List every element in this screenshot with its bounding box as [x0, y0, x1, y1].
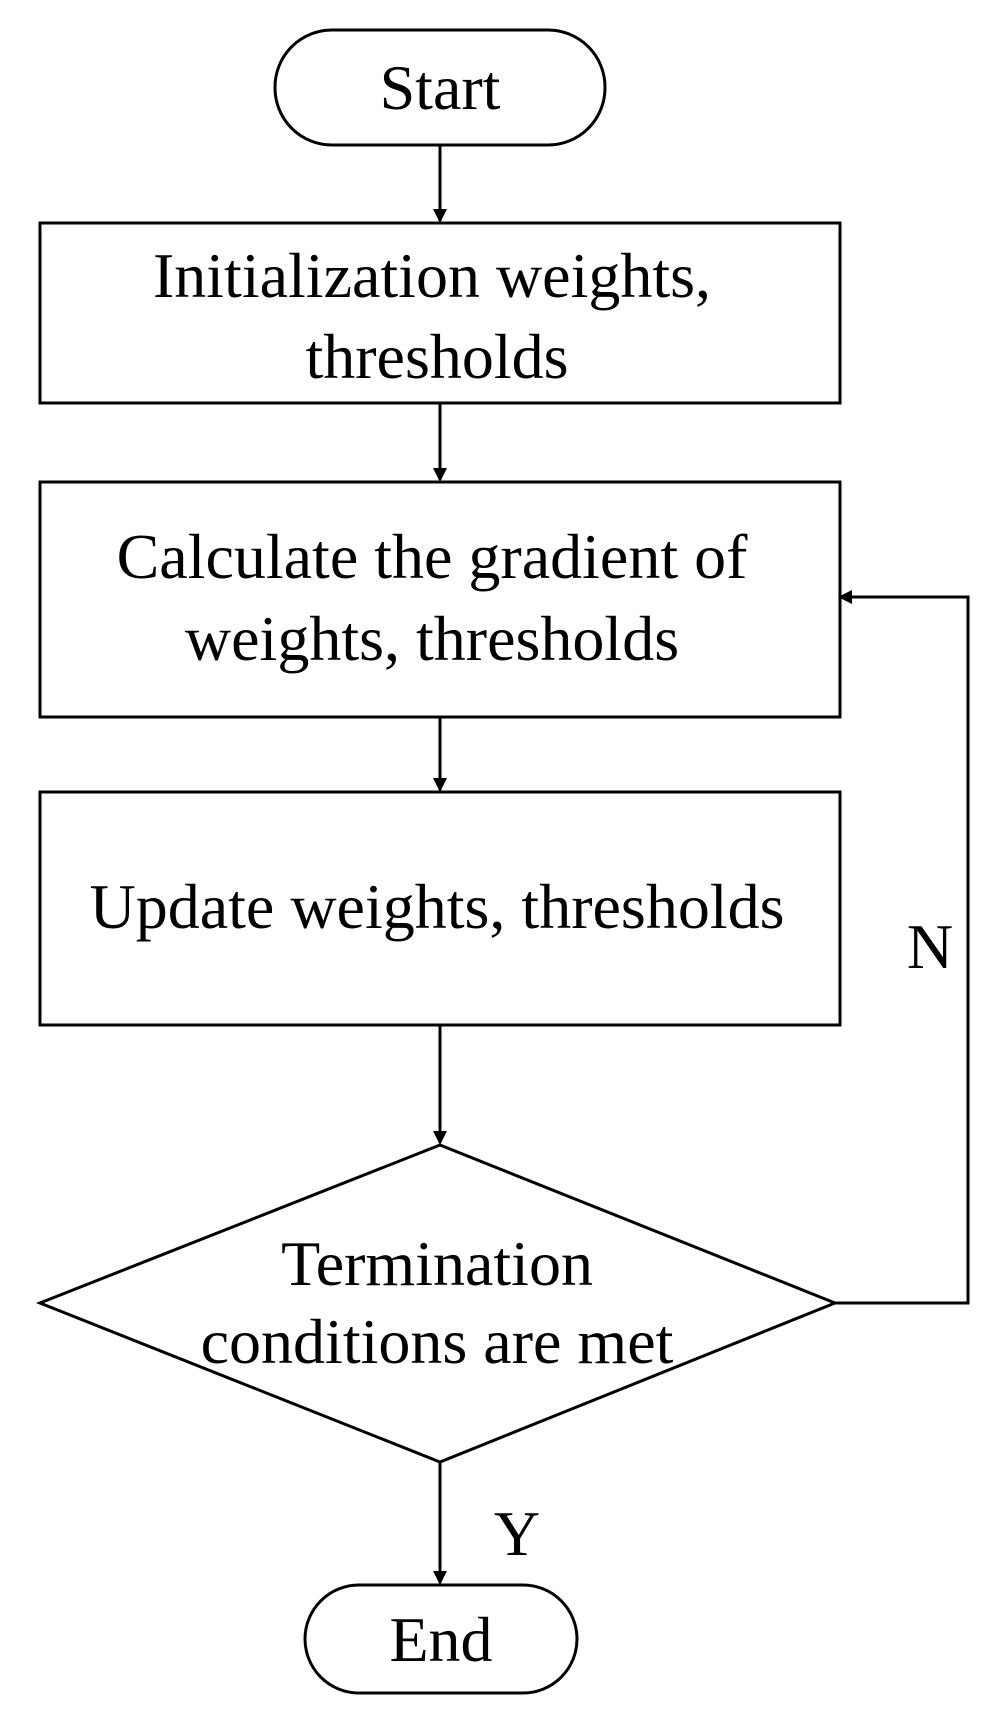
start-node: Start — [273, 28, 607, 147]
end-shape — [303, 1583, 579, 1695]
init-label-line2: thresholds — [305, 321, 568, 392]
edge-label-no: N — [907, 911, 953, 982]
init-node: Initialization weights, thresholds — [38, 221, 842, 405]
calc-node: Calculate the gradient of weights, thres… — [38, 480, 842, 719]
edge-label-yes: Y — [494, 1498, 540, 1569]
calc-shape — [38, 480, 842, 719]
decision-label-line1: Termination — [281, 1228, 593, 1299]
decision-node: Termination conditions are met — [35, 1143, 840, 1464]
start-label: Start — [380, 52, 501, 123]
end-node: End — [303, 1583, 579, 1695]
decision-label-line2: conditions are met — [201, 1306, 674, 1377]
init-label-line1: Initialization weights, — [153, 240, 711, 311]
calc-label-line2: weights, thresholds — [185, 603, 679, 674]
end-label: End — [389, 1604, 492, 1675]
update-node: Update weights, thresholds — [38, 790, 842, 1027]
calc-label-line1: Calculate the gradient of — [117, 521, 749, 592]
decision-shape — [35, 1143, 840, 1464]
arrow-loop-no — [835, 590, 970, 1305]
update-label: Update weights, thresholds — [90, 871, 785, 942]
